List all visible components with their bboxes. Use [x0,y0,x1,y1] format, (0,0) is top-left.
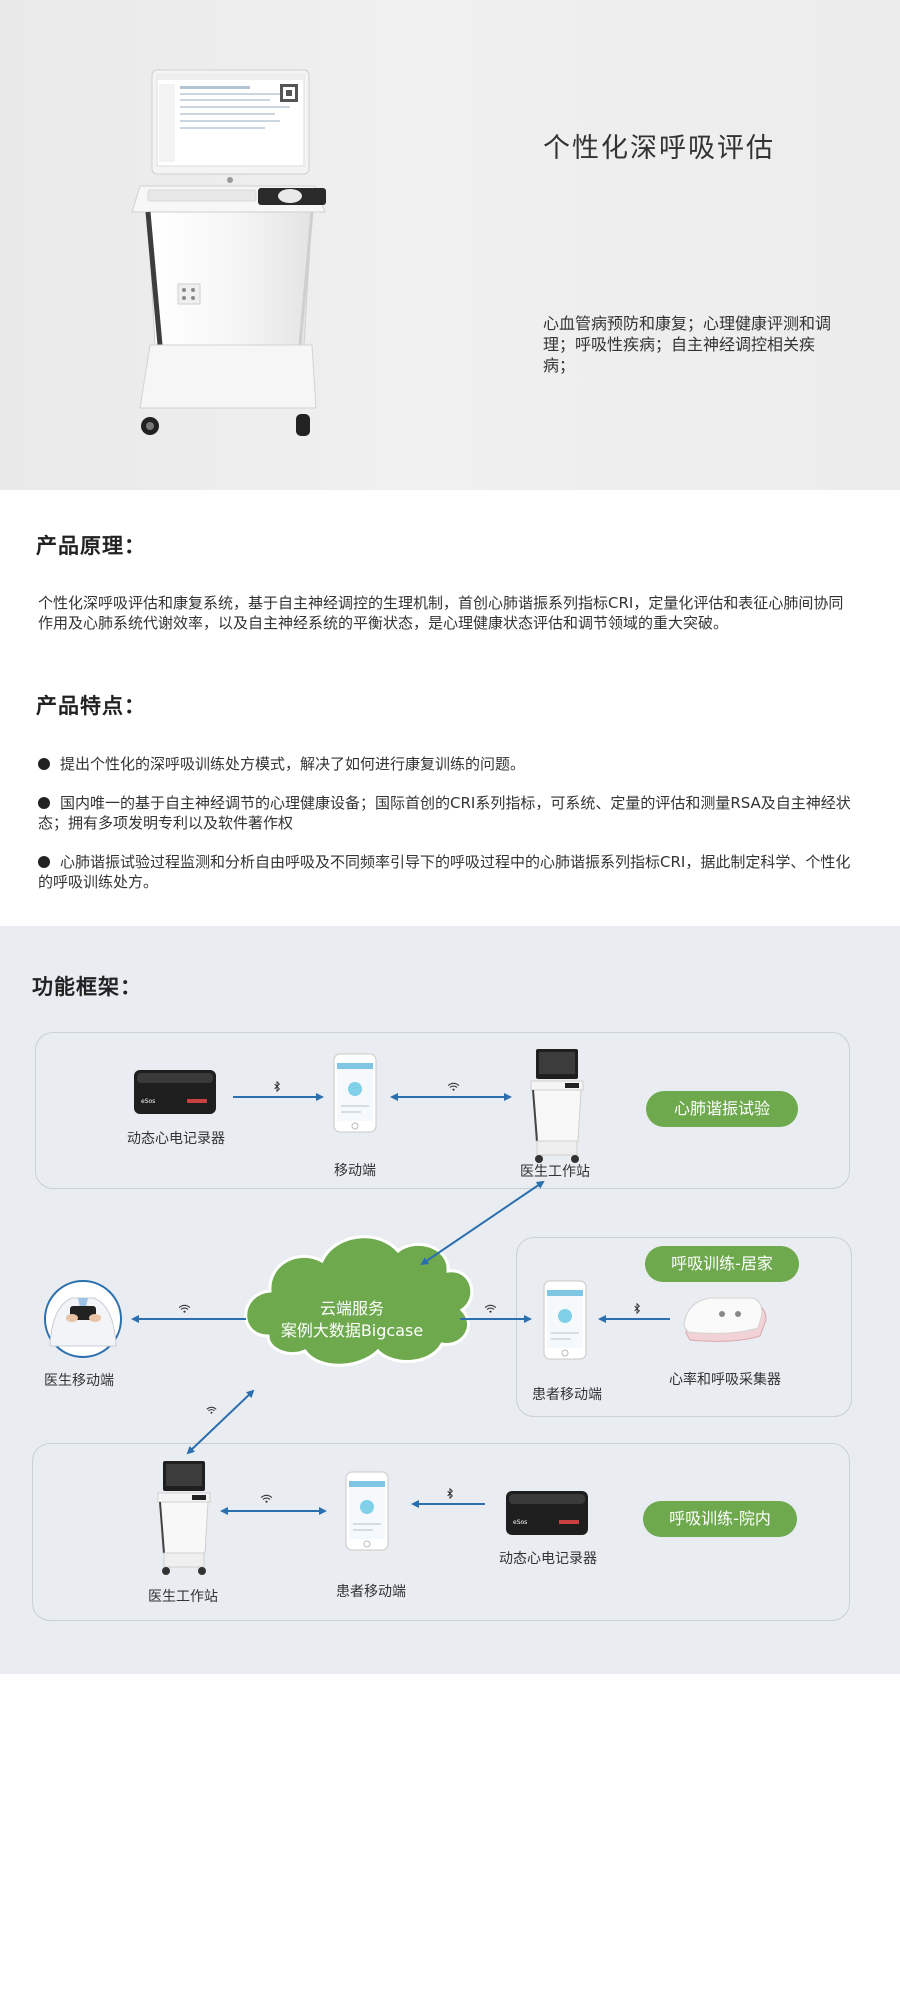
mobile-device [333,1053,377,1133]
feature-text: 心肺谐振试验过程监测和分析自由呼吸及不同频率引导下的呼吸过程中的心肺谐振系列指标… [38,853,851,891]
bullet-icon [38,797,50,809]
feature-item: 提出个性化的深呼吸训练处方模式，解决了如何进行康复训练的问题。 [38,754,860,774]
framework-heading: 功能框架： [32,975,142,999]
cloud-line-2: 案例大数据Bigcase [280,1321,424,1340]
ecg-recorder-device [134,1070,216,1114]
principle-text: 个性化深呼吸评估和康复系统，基于自主神经调控的生理机制，首创心肺谐振系列指标CR… [38,594,844,632]
label-doctor-mobile: 医生移动端 [44,1373,114,1389]
bluetooth-icon [274,1081,280,1092]
cloud-label: 云端服务 案例大数据Bigcase [272,1298,432,1342]
label-patient-mobile: 患者移动端 [532,1387,602,1403]
bullet-icon [38,856,50,868]
ecg-recorder-device [506,1491,588,1535]
feature-item: 心肺谐振试验过程监测和分析自由呼吸及不同频率引导下的呼吸过程中的心肺谐振系列指标… [38,852,860,892]
patient-mobile-device [543,1280,587,1360]
label-ecg-recorder: 动态心电记录器 [127,1131,225,1147]
bluetooth-icon [634,1303,640,1314]
wifi-icon [484,1304,497,1313]
label-patient-mobile: 患者移动端 [336,1584,406,1600]
bluetooth-icon [447,1488,453,1499]
wifi-icon [260,1494,273,1503]
principle-heading: 产品原理： [36,534,146,558]
doctor-workstation-device [530,1048,584,1164]
hero-title: 个性化深呼吸评估 [543,133,775,164]
arrow-cloud-workstation [420,1180,545,1266]
cloud-line-1: 云端服务 [319,1299,384,1318]
hero-description: 心血管病预防和康复；心理健康评测和调理；呼吸性疾病；自主神经调控相关疾病； [543,314,832,375]
tag-resonance-test: 心肺谐振试验 [646,1091,798,1127]
label-ecg-recorder: 动态心电记录器 [499,1551,597,1567]
arrow-cloud-workstation-hospital [186,1389,255,1455]
cloud-shape [244,1235,474,1367]
tag-hospital-training: 呼吸训练-院内 [643,1501,797,1537]
label-doctor-workstation: 医生工作站 [148,1589,218,1605]
label-mobile: 移动端 [334,1163,376,1179]
feature-text: 提出个性化的深呼吸训练处方模式，解决了如何进行康复训练的问题。 [60,755,526,773]
heart-breath-collector-device [683,1297,767,1342]
label-heart-breath-collector: 心率和呼吸采集器 [669,1372,781,1388]
wifi-icon [206,1406,217,1414]
wifi-icon [447,1082,460,1091]
features-heading: 产品特点： [36,694,146,718]
patient-mobile-device [345,1471,389,1551]
feature-text: 国内唯一的基于自主神经调节的心理健康设备；国际首创的CRI系列指标，可系统、定量… [38,794,851,832]
function-framework-section: 功能框架： eSos [0,926,900,1674]
doctor-workstation-device [157,1460,211,1576]
doctor-avatar [44,1280,122,1358]
workstation-cart-illustration [131,69,326,436]
bullet-icon [38,758,50,770]
tag-home-training: 呼吸训练-居家 [645,1246,799,1282]
framework-diagram: eSos [44,1048,767,1576]
feature-item: 国内唯一的基于自主神经调节的心理健康设备；国际首创的CRI系列指标，可系统、定量… [38,793,860,833]
wifi-icon [178,1304,191,1313]
hero-banner: 个性化深呼吸评估 心血管病预防和康复；心理健康评测和调理；呼吸性疾病；自主神经调… [0,0,900,490]
label-doctor-workstation: 医生工作站 [520,1164,590,1180]
